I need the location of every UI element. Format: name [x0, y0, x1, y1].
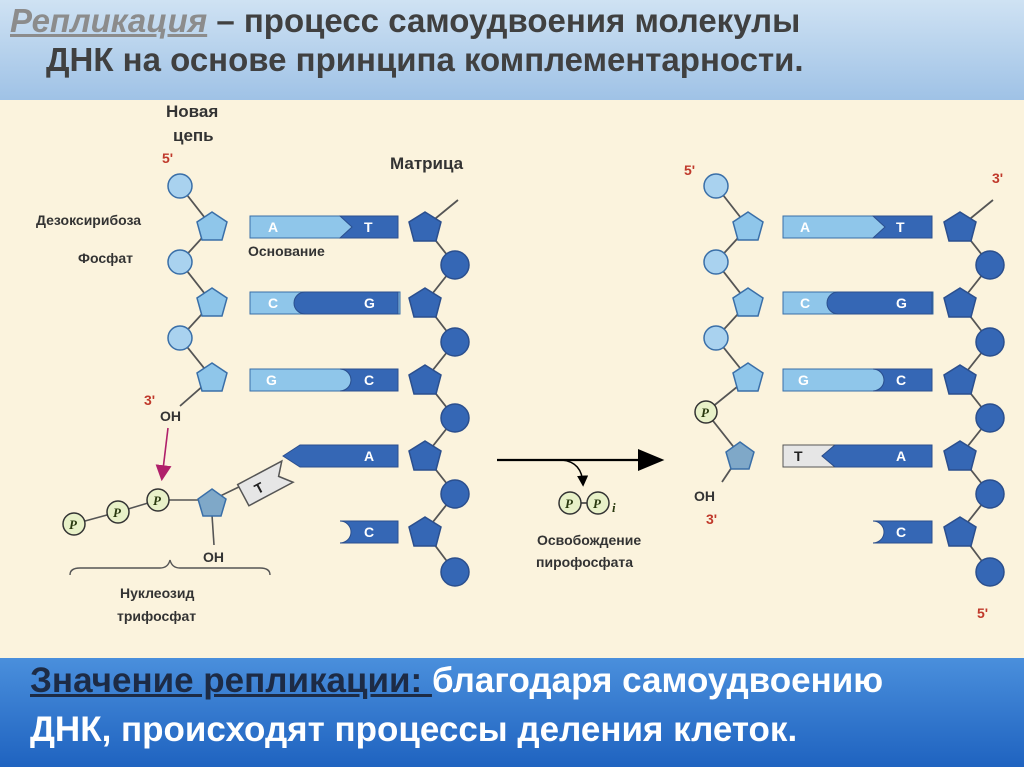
svg-text:P: P: [593, 496, 602, 511]
right-end-5-top: 5': [684, 162, 695, 178]
slide-footer: Значение репликации: благодаря самоудвое…: [0, 658, 1024, 767]
svg-text:A: A: [896, 448, 906, 464]
svg-text:P: P: [69, 517, 78, 532]
right-end-3-top: 3': [992, 170, 1003, 186]
right-phosphates: [703, 173, 729, 351]
deoxyribose-label: Дезоксирибоза: [36, 212, 141, 228]
svg-text:C: C: [896, 372, 906, 388]
right-template-sugars: [943, 211, 977, 547]
left-end-3: 3': [144, 392, 155, 408]
incoming-nucleotide: P P P T: [62, 459, 295, 546]
significance-line-2: ДНК, происходят процессы деления клеток.: [30, 710, 798, 749]
right-template-unpaired-c: C: [872, 520, 933, 544]
base-label: Основание: [248, 243, 325, 259]
nucleotide-oh: OH: [203, 549, 224, 565]
significance-line-1: Значение репликации: благодаря самоудвое…: [30, 661, 883, 701]
left-end-5: 5': [162, 150, 173, 166]
significance-text: благодаря самоудвоению: [431, 661, 884, 700]
svg-text:A: A: [800, 219, 810, 235]
right-pair-1: A T: [782, 215, 933, 239]
svg-text:C: C: [800, 295, 810, 311]
right-pair-2: C G: [782, 291, 934, 315]
right-end-3-bottom: 3': [706, 511, 717, 527]
svg-text:G: G: [798, 372, 809, 388]
new-strand-label: Новая: [166, 102, 218, 121]
term-replication: Репликация: [10, 2, 208, 39]
svg-text:P: P: [565, 496, 574, 511]
svg-text:C: C: [896, 524, 906, 540]
left-phosphates: [167, 173, 193, 351]
left-base-template-2: G: [364, 295, 375, 311]
attach-arrow: [155, 427, 172, 482]
right-sugars: [732, 211, 764, 392]
release-label-1: Освобождение: [537, 532, 641, 548]
left-template-sugars: [408, 211, 442, 547]
right-oh: OH: [694, 488, 715, 504]
left-template-phosphates: [440, 250, 470, 587]
template-label: Матрица: [390, 154, 464, 173]
left-oh: OH: [160, 408, 181, 424]
left-pair-3: G C: [249, 368, 399, 392]
left-base-new-1: A: [268, 219, 278, 235]
left-base-template-1: T: [364, 219, 373, 235]
left-pair-2: C G: [249, 291, 401, 315]
definition-line-2: ДНК на основе принципа комплементарности…: [46, 41, 804, 78]
left-base-new-3: G: [266, 372, 277, 388]
slide-header: Репликация – процесс самоудвоения молеку…: [0, 0, 1024, 100]
left-template-unpaired-c: C: [339, 520, 399, 544]
svg-text:T: T: [794, 448, 803, 464]
pyrophosphate: P P i: [558, 491, 616, 515]
nucleoside-brace: [69, 559, 271, 576]
nucleoside-label-2: трифосфат: [117, 608, 196, 624]
nucleoside-label-1: Нуклеозид: [120, 585, 195, 601]
left-sugars: [196, 211, 228, 392]
definition-line-1: Репликация – процесс самоудвоения молеку…: [10, 2, 800, 40]
svg-text:T: T: [896, 219, 905, 235]
svg-text:P: P: [701, 405, 710, 420]
release-arrow: [561, 459, 589, 487]
right-new-phosphate: [694, 400, 718, 424]
left-base-template-3: C: [364, 372, 374, 388]
release-label-2: пирофосфата: [536, 554, 633, 570]
left-pair-1: A T: [249, 215, 399, 239]
svg-text:G: G: [896, 295, 907, 311]
left-template-unpaired-a: A: [282, 444, 399, 468]
right-end-5-bottom: 5': [977, 605, 988, 621]
diagram-canvas: A T C G G C A C P P P T: [36, 102, 1005, 624]
right-template-phosphates: [975, 250, 1005, 587]
right-pair-4: T A: [782, 444, 933, 468]
svg-text:P: P: [153, 493, 162, 508]
svg-text:C: C: [364, 524, 374, 540]
svg-text:P: P: [113, 505, 122, 520]
definition-text: – процесс самоудвоения молекулы: [207, 2, 801, 39]
svg-text:A: A: [364, 448, 374, 464]
svg-text:i: i: [612, 500, 616, 515]
replication-diagram: A T C G G C A C P P P T: [0, 100, 1024, 658]
new-strand-label-2: цепь: [173, 126, 214, 145]
right-pair-3: G C: [782, 368, 933, 392]
right-new-sugar: [725, 441, 755, 470]
phosphate-label: Фосфат: [78, 250, 133, 266]
significance-term: Значение репликации:: [30, 661, 432, 700]
left-base-new-2: C: [268, 295, 278, 311]
